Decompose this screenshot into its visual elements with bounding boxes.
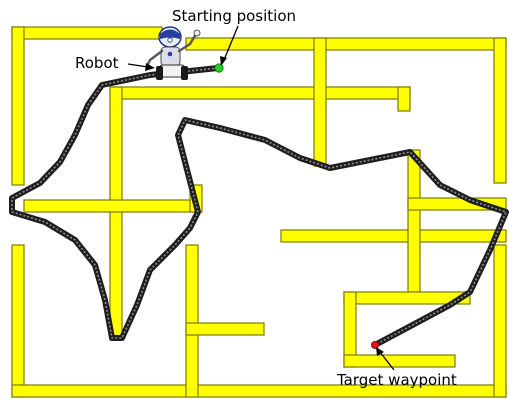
robot-chest-light: [168, 52, 173, 57]
wall-center-vertical: [314, 38, 326, 166]
robot-body: [161, 47, 180, 66]
wall-inner-cross-horizontal: [24, 200, 200, 212]
wall-inner-horizontal-top: [110, 87, 410, 99]
maze-walls: [12, 27, 506, 397]
wall-left-lower: [12, 245, 24, 397]
robot-wheel-left: [156, 66, 163, 80]
wall-right-lower: [494, 245, 506, 397]
red-dot-icon: [371, 341, 378, 348]
wall-inner-stub-top: [398, 87, 410, 111]
green-dot-icon: [215, 64, 223, 72]
wall-right-upper: [494, 38, 506, 183]
robot-hand-right: [194, 30, 200, 36]
wall-inner-vertical-left: [110, 87, 122, 340]
robot-arrow-line: [128, 64, 148, 67]
label-target-waypoint: Target waypoint: [336, 371, 457, 389]
label-starting-position: Starting position: [172, 7, 296, 25]
robot-eye: [168, 38, 172, 42]
wall-top-right: [186, 38, 506, 50]
robot-wheel-right: [181, 66, 188, 80]
wall-left-upper: [12, 27, 24, 185]
wall-bottom-left-vertical: [186, 245, 198, 397]
starting-position-arrowhead: [220, 56, 227, 66]
wall-u-bottom: [344, 355, 455, 367]
wall-right-vertical: [408, 150, 420, 292]
wall-top-left: [12, 27, 162, 39]
label-robot: Robot: [75, 54, 119, 72]
robot-arrowhead: [145, 63, 155, 71]
wall-middle-horizontal: [281, 230, 506, 242]
robot-arm-left: [148, 51, 162, 64]
wall-bottom-left-stub: [186, 323, 264, 335]
robot-base: [160, 65, 184, 77]
